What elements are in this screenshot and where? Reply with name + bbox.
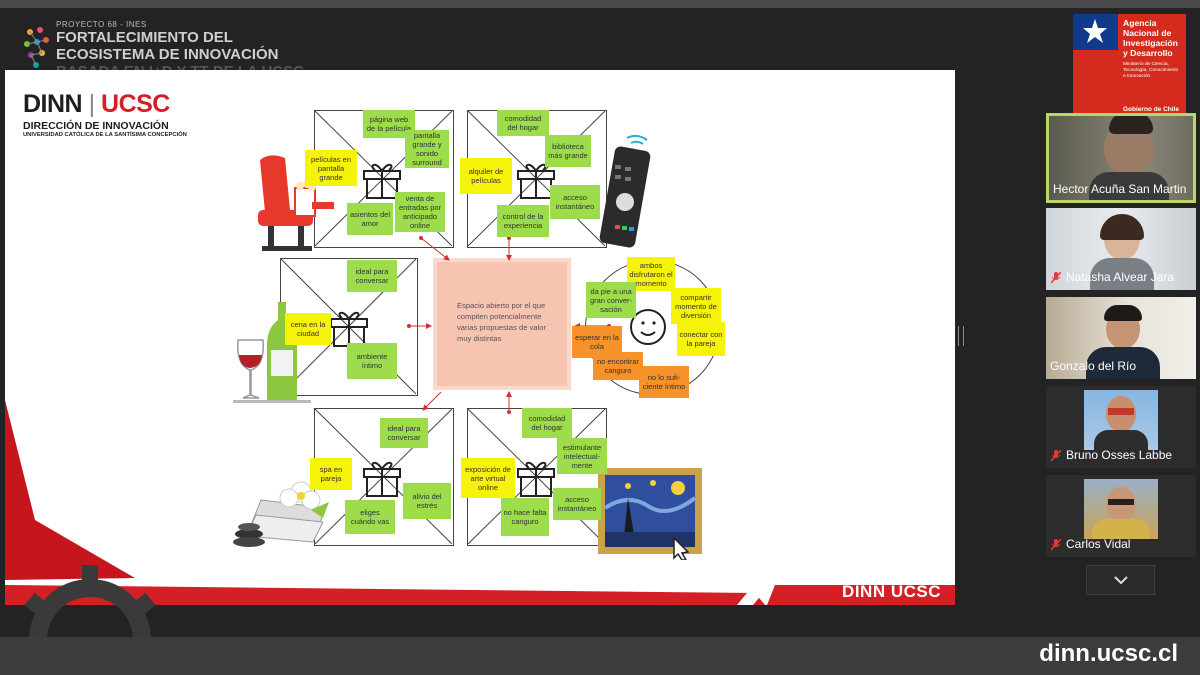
chevron-down-icon	[1113, 576, 1128, 584]
sticky-note: ambos disfrutaron el momento	[627, 257, 675, 291]
sticky-note: da pie a una gran conver-sación	[586, 282, 636, 318]
slide-footer-text: DINN UCSC	[842, 582, 941, 601]
participant-name: Carlos Vidal	[1066, 537, 1131, 551]
sticky-note: ideal para conversar	[347, 260, 397, 292]
sticky-note: pantalla grande y sonido surround	[405, 130, 449, 168]
gift-icon	[517, 461, 555, 497]
logo-university: UNIVERSIDAD CATÓLICA DE LA SANTÍSIMA CON…	[23, 132, 187, 138]
smiley-face-icon	[630, 309, 666, 345]
panel-resize-handle[interactable]	[958, 326, 964, 346]
logo-dinn: DINN	[23, 90, 83, 118]
shared-slide: DINN | UCSC DIRECCIÓN DE INNOVACIÓN UNIV…	[5, 70, 955, 605]
project-title-line1: FORTALECIMIENTO DEL	[56, 29, 233, 46]
sticky-note: ambiente íntimo	[347, 343, 397, 379]
sticky-note: cena en la ciudad	[285, 313, 331, 345]
gift-icon	[363, 461, 401, 497]
sticky-note: venta de entradas por anticipado online	[395, 192, 445, 232]
connector-arrows	[407, 236, 611, 414]
sticky-note: no hace falta canguro	[501, 498, 549, 536]
sticky-note: acceso instantáneo	[553, 488, 601, 520]
anid-government: Gobierno de Chile	[1123, 106, 1179, 113]
participant-name: Gonzalo del Río	[1050, 359, 1137, 373]
project-number: PROYECTO 68 - INES	[56, 20, 147, 29]
starry-night-painting-icon	[598, 468, 702, 560]
mic-muted-icon	[1051, 272, 1061, 284]
spa-stones-icon	[233, 481, 329, 547]
sticky-note: asientos del amor	[347, 203, 393, 235]
sticky-note: comodidad del hogar	[497, 110, 549, 136]
footer-url: dinn.ucsc.cl	[1039, 640, 1178, 667]
center-text: Espacio abierto por el que compiten pote…	[457, 301, 547, 343]
participant-tile[interactable]: Natasha Alvear Jara	[1046, 208, 1196, 290]
top-bar	[0, 0, 1200, 8]
anid-ministry: Ministerio de Ciencia,Tecnología, Conoci…	[1123, 62, 1179, 79]
sticky-note: películas en pantalla grande	[305, 150, 357, 186]
gift-icon	[330, 311, 368, 347]
scroll-participants-button[interactable]	[1086, 565, 1155, 595]
logo-ucsc: UCSC	[101, 90, 170, 118]
sticky-note: biblioteca más grande	[545, 135, 591, 167]
participant-name: Natasha Alvear Jara	[1066, 270, 1175, 284]
sticky-note: control de la experiencia	[497, 205, 549, 237]
sticky-note: spa en pareja	[310, 458, 352, 490]
gear-icon	[24, 565, 156, 640]
gift-icon	[363, 163, 401, 199]
sticky-note: comodidad del hogar	[522, 408, 572, 438]
participant-name: Bruno Osses Labbe	[1066, 448, 1173, 462]
mic-muted-icon	[1051, 450, 1061, 462]
participant-tile[interactable]: Gonzalo del Río	[1046, 297, 1196, 379]
project-logo-icon	[24, 27, 49, 68]
logo-subtitle: DIRECCIÓN DE INNOVACIÓN	[23, 120, 169, 132]
sticky-note: estimulante intelectual-mente	[557, 438, 607, 474]
participant-name: Hector Acuña San Martin	[1053, 182, 1187, 196]
slide-corner-shape	[5, 400, 135, 580]
mic-muted-icon	[1051, 539, 1061, 551]
cinema-seat-icon	[258, 155, 334, 251]
chile-shield-icon	[1073, 14, 1118, 50]
participant-tile[interactable]: Bruno Osses Labbe	[1046, 386, 1196, 468]
sticky-note: alquiler de películas	[460, 158, 512, 194]
project-title-line2: ECOSISTEMA DE INNOVACIÓN	[56, 46, 279, 63]
participant-tile[interactable]: Carlos Vidal	[1046, 475, 1196, 557]
sticky-note: compartir momento de diversión	[671, 288, 721, 324]
bottom-bar	[0, 637, 1200, 675]
sticky-note: conectar con la pareja	[677, 322, 725, 356]
sticky-note: acceso instantáneo	[550, 185, 600, 219]
sticky-note: alivio del estrés	[403, 483, 451, 519]
dinn-logo: DINN | UCSC DIRECCIÓN DE INNOVACIÓN UNIV…	[23, 90, 203, 138]
participant-tile[interactable]: Hector Acuña San Martin	[1046, 113, 1196, 203]
sticky-note: ideal para conversar	[380, 418, 428, 448]
sticky-note: eliges cuándo vas	[345, 500, 395, 534]
slide-footer-band	[5, 585, 955, 605]
sticky-note: exposición de arte virtual online	[461, 458, 515, 498]
remote-control-icon	[599, 134, 651, 248]
center-open-space: Espacio abierto por el que compiten pote…	[433, 258, 571, 390]
sticky-note: no lo sufi-ciente íntimo	[639, 366, 689, 398]
sticky-note: no encontrar canguro	[593, 352, 643, 380]
